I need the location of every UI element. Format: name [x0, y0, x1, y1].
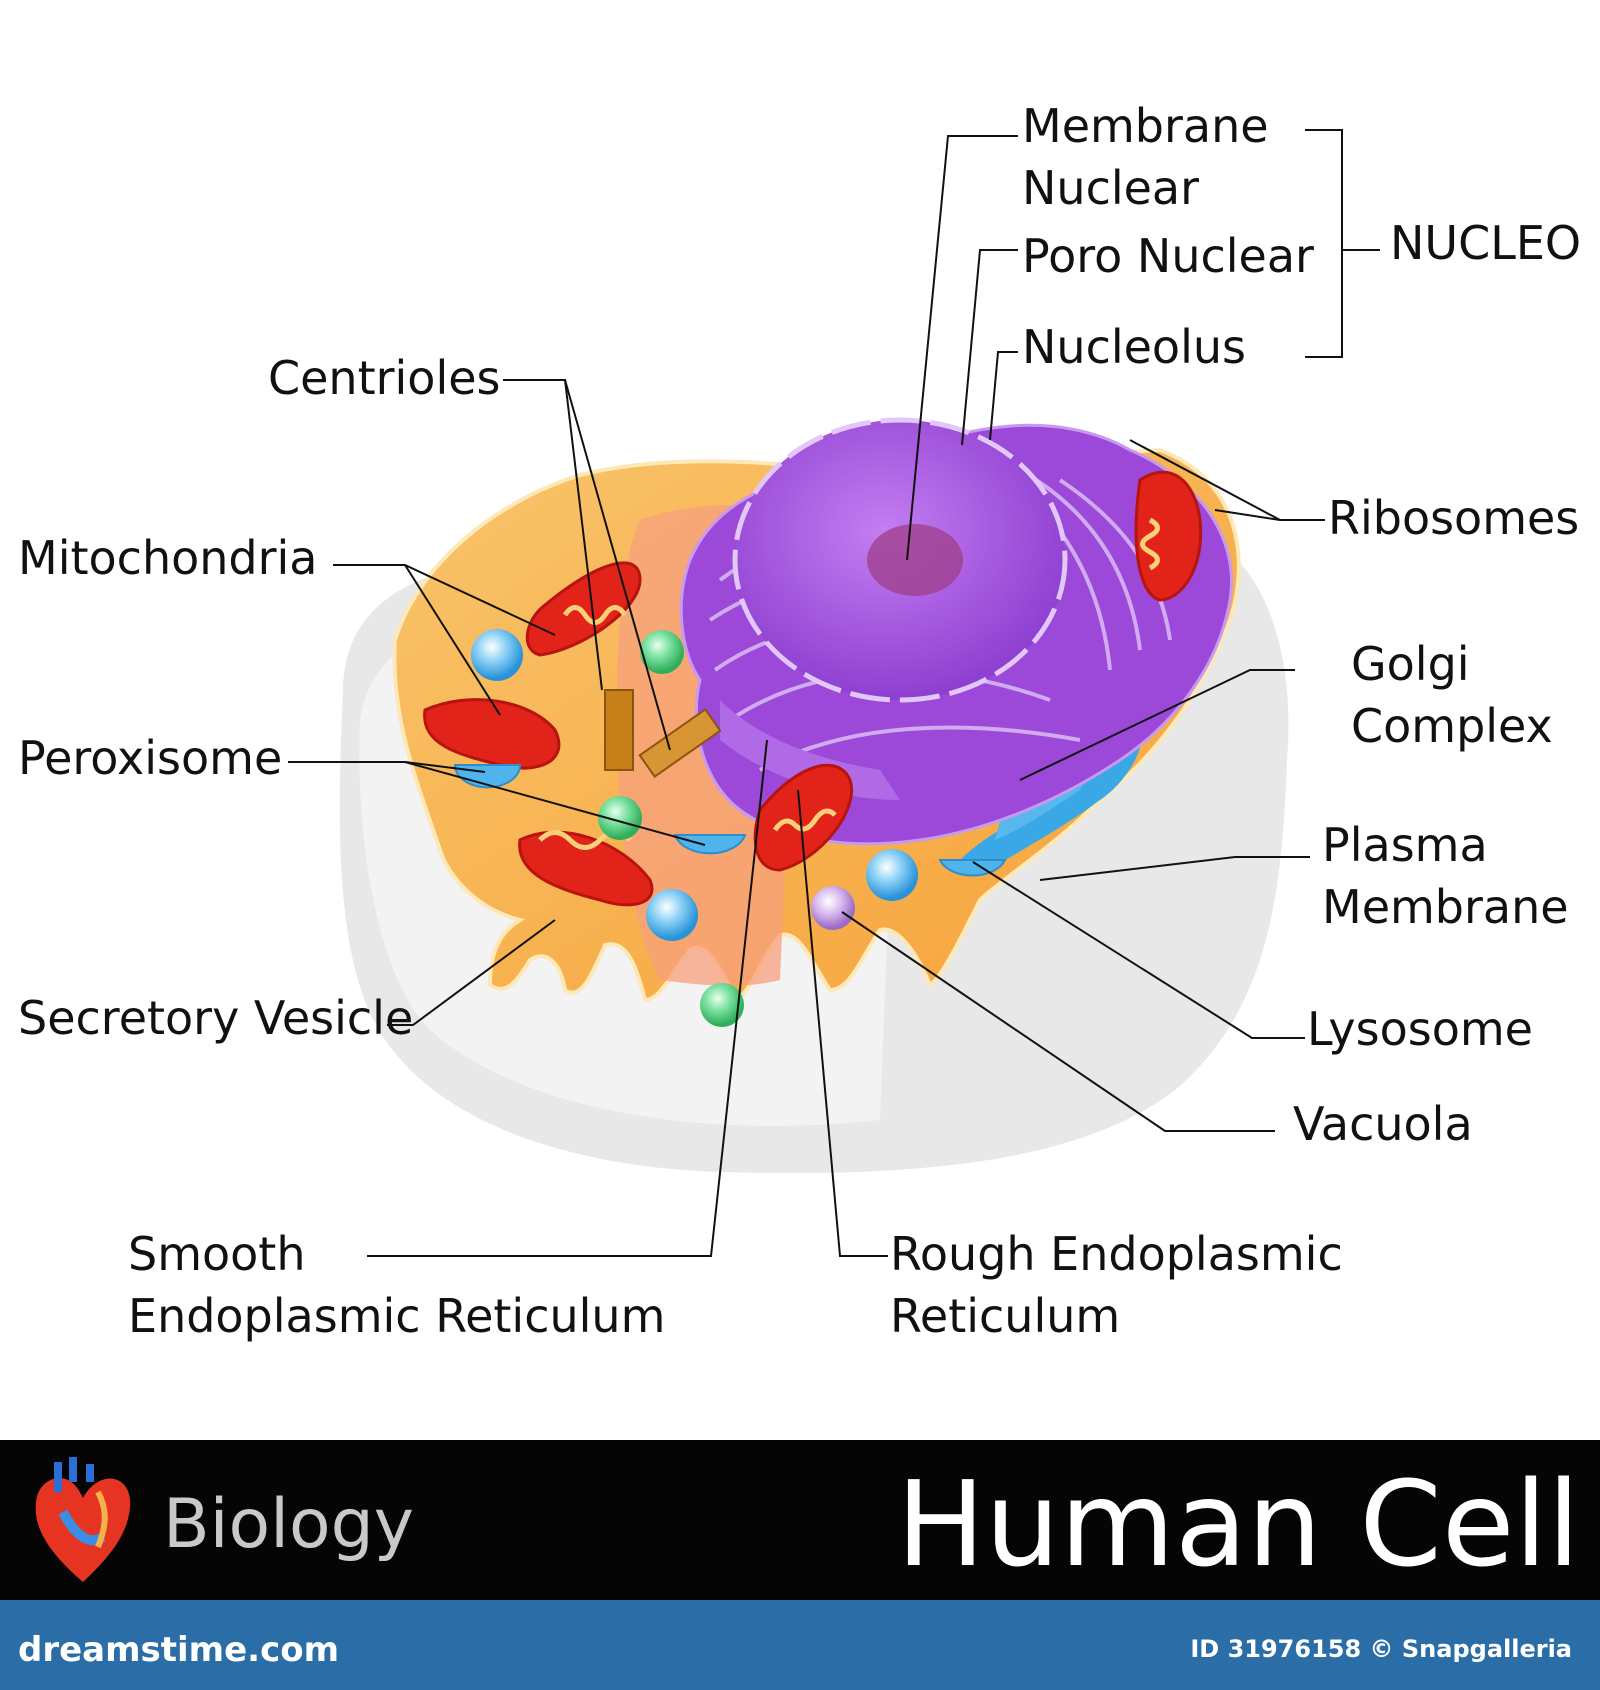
vesicles: [453, 629, 1007, 1027]
label-smooth-er: Smooth Endoplasmic Reticulum: [128, 1223, 665, 1347]
label-rough-er-line1: Rough Endoplasmic: [890, 1227, 1343, 1281]
label-rough-er-line2: Reticulum: [890, 1289, 1121, 1343]
cell-illustration: [288, 129, 1380, 1257]
label-poro-nuclear: Poro Nuclear: [1022, 229, 1314, 283]
label-plasma-membrane: Plasma Membrane: [1322, 814, 1569, 938]
banner-title: Human Cell: [896, 1455, 1580, 1593]
label-vacuola: Vacuola: [1293, 1097, 1473, 1151]
label-smooth-er-line1: Smooth: [128, 1227, 306, 1281]
banner-subject: Biology: [163, 1485, 415, 1564]
label-nucleolus: Nucleolus: [1022, 320, 1246, 374]
label-golgi-complex: Golgi Complex: [1351, 633, 1553, 757]
label-rough-er: Rough Endoplasmic Reticulum: [890, 1223, 1343, 1347]
label-secretory-vesicle: Secretory Vesicle: [18, 991, 414, 1045]
label-membrane-nuclear: Membrane Nuclear: [1022, 95, 1269, 219]
label-lysosome: Lysosome: [1307, 1002, 1533, 1056]
label-membrane-nuclear-line1: Membrane: [1022, 99, 1269, 153]
label-mitochondria: Mitochondria: [18, 531, 318, 585]
footer-site-link[interactable]: dreamstime.com: [18, 1630, 340, 1670]
nucleolus: [867, 524, 963, 596]
label-smooth-er-line2: Endoplasmic Reticulum: [128, 1289, 666, 1343]
label-ribosomes: Ribosomes: [1328, 491, 1580, 545]
centrioles-shape: [604, 689, 722, 778]
heart-icon: [35, 1457, 131, 1582]
leader-lines: [288, 129, 1380, 1257]
label-peroxisome: Peroxisome: [18, 731, 283, 785]
label-plasma-line1: Plasma: [1322, 818, 1488, 872]
label-nucleo-group: NUCLEO: [1390, 216, 1582, 270]
label-plasma-line2: Membrane: [1322, 880, 1569, 934]
label-golgi-line2: Complex: [1351, 699, 1553, 753]
label-centrioles: Centrioles: [268, 351, 501, 405]
banner: [0, 1440, 1600, 1600]
footer-bar: [0, 1600, 1600, 1690]
smooth-er: [720, 700, 900, 800]
footer-image-id: ID 31976158 © Snapgalleria: [1190, 1635, 1572, 1663]
label-membrane-nuclear-line2: Nuclear: [1022, 161, 1200, 215]
label-golgi-line1: Golgi: [1351, 637, 1470, 691]
